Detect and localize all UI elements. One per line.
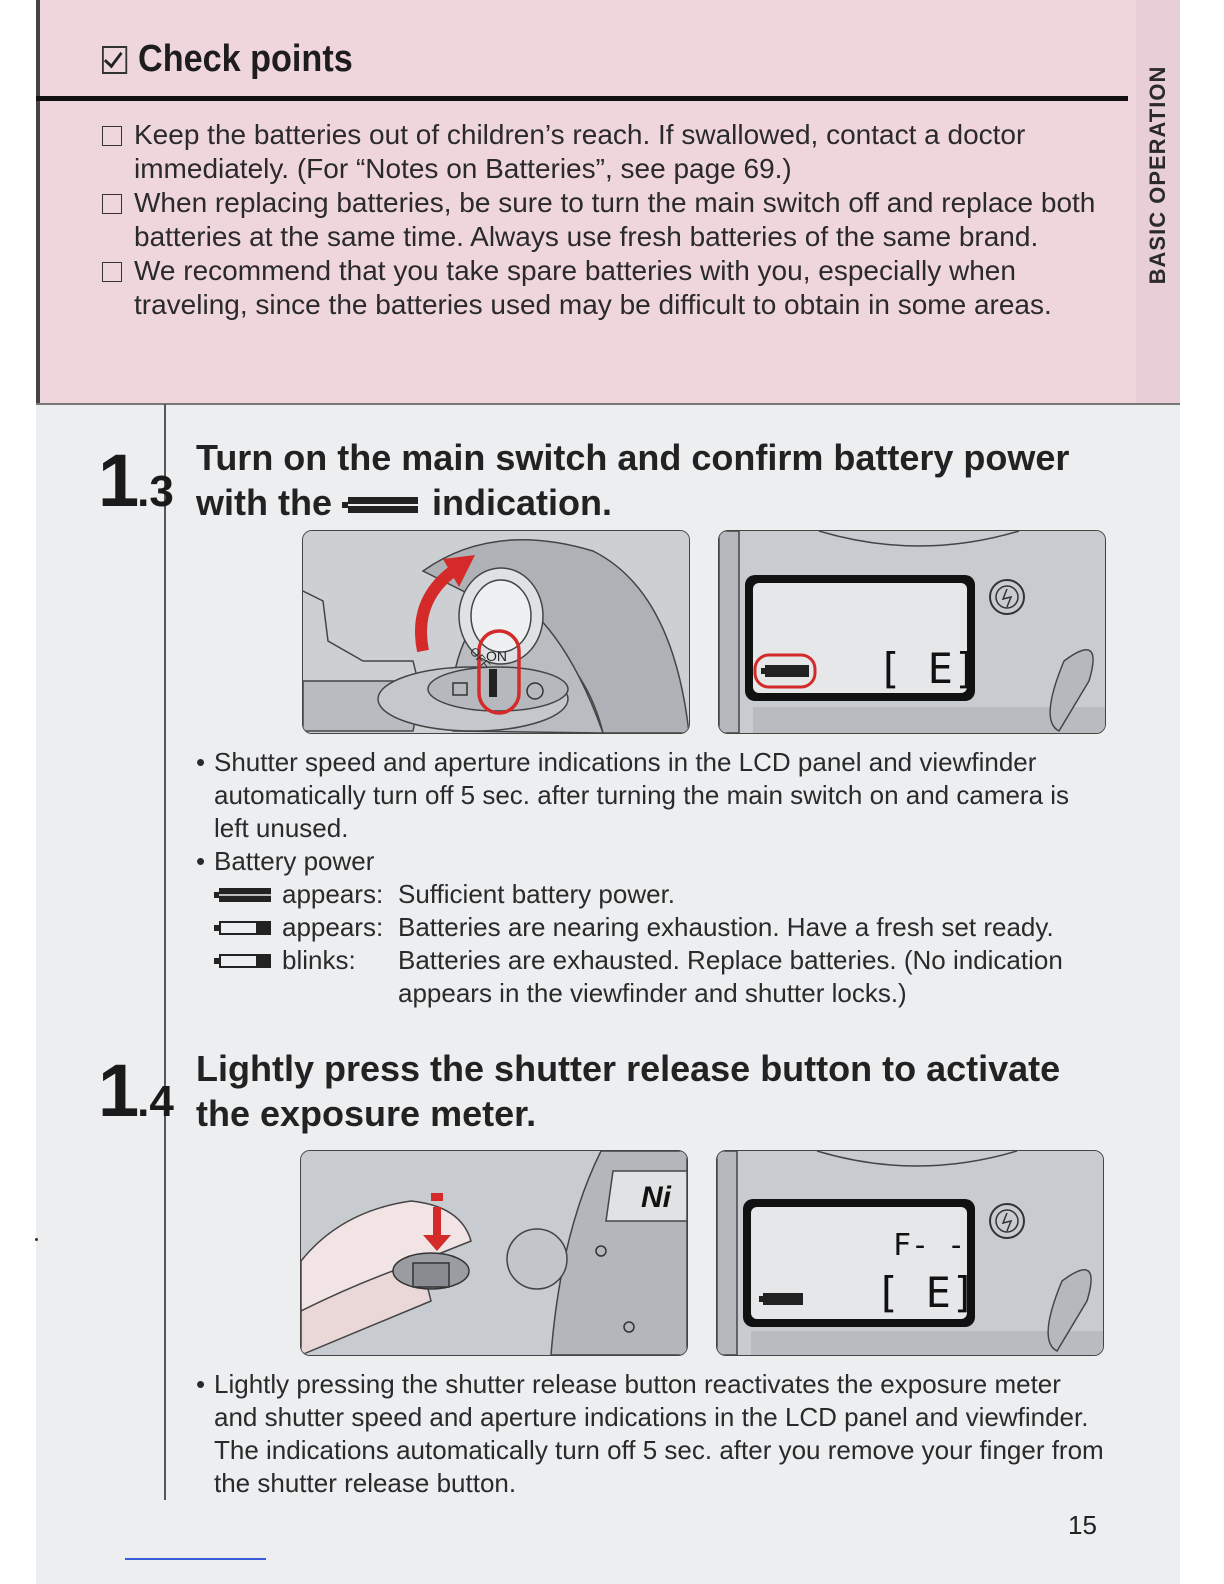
battery-row: appears: Batteries are nearing exhaustio… bbox=[196, 911, 1106, 944]
brand-logo-fragment: Ni bbox=[641, 1181, 672, 1214]
margin-dot bbox=[35, 1238, 38, 1241]
check-points-panel bbox=[36, 0, 1136, 404]
check-point-text: Keep the batteries out of children’s rea… bbox=[134, 119, 1026, 184]
battery-row: blinks: Batteries are exhausted. Replace… bbox=[196, 944, 1106, 1010]
lcd-drawing: [ E] bbox=[719, 531, 1105, 733]
battery-full-icon bbox=[214, 888, 271, 902]
step-column-rule bbox=[164, 404, 166, 1500]
check-points-title: Check points bbox=[138, 38, 353, 80]
step-1-3-notes: Shutter speed and aperture indications i… bbox=[196, 746, 1106, 1010]
heading-line: Turn on the main switch and confirm batt… bbox=[196, 437, 1070, 478]
battery-state: blinks: bbox=[282, 945, 356, 975]
check-point-text: When replacing batteries, be sure to tur… bbox=[134, 187, 1096, 252]
checkbox-icon bbox=[102, 262, 122, 282]
battery-empty-icon bbox=[214, 954, 271, 968]
battery-full-icon bbox=[342, 497, 418, 514]
step-heading-1-4: Lightly press the shutter release button… bbox=[196, 1048, 1061, 1134]
step-major: 1 bbox=[98, 439, 139, 522]
header-rule bbox=[36, 96, 1128, 101]
battery-low-icon bbox=[214, 921, 271, 935]
heading-text: indication. bbox=[432, 482, 613, 523]
lcd-mode-readout: [ E] bbox=[875, 1268, 976, 1317]
main-switch-illustration: OFF ON bbox=[302, 530, 690, 734]
shutter-drawing: Ni bbox=[301, 1151, 687, 1355]
battery-desc: Batteries are nearing exhaustion. Have a… bbox=[398, 912, 1054, 942]
check-point-item: We recommend that you take spare batteri… bbox=[100, 254, 1120, 322]
checkbox-icon bbox=[102, 194, 122, 214]
side-tab-label: BASIC OPERATION bbox=[1145, 65, 1170, 285]
step-heading-1-3: Turn on the main switch and confirm batt… bbox=[196, 435, 1096, 525]
check-points-list: Keep the batteries out of children’s rea… bbox=[100, 118, 1120, 322]
checked-box-icon bbox=[102, 45, 128, 74]
battery-desc: Batteries are exhausted. Replace batteri… bbox=[398, 945, 1063, 1008]
check-point-item: Keep the batteries out of children’s rea… bbox=[100, 118, 1120, 186]
lcd-aperture-readout: F- - bbox=[893, 1228, 965, 1263]
step-minor: .4 bbox=[137, 1077, 174, 1126]
check-point-text: We recommend that you take spare batteri… bbox=[134, 255, 1052, 320]
page-number: 15 bbox=[1068, 1510, 1097, 1540]
lcd-panel-illustration: [ E] bbox=[718, 530, 1106, 734]
check-points-heading: Check points bbox=[102, 38, 353, 81]
step-1-4-notes: Lightly pressing the shutter release but… bbox=[196, 1368, 1106, 1500]
lcd-mode-readout: [ E] bbox=[877, 644, 978, 693]
battery-state: appears: bbox=[282, 912, 384, 942]
step-number-1-3: 1.3 bbox=[98, 438, 174, 523]
check-point-item: When replacing batteries, be sure to tur… bbox=[100, 186, 1120, 254]
battery-state: appears: bbox=[282, 879, 384, 909]
note-text: Battery power bbox=[214, 846, 375, 876]
battery-desc: Sufficient battery power. bbox=[398, 879, 676, 909]
checkbox-icon bbox=[102, 126, 122, 146]
camera-top-drawing: OFF ON bbox=[303, 531, 689, 733]
lcd-drawing-2: F- - [ E] bbox=[717, 1151, 1103, 1355]
switch-on-label: ON bbox=[486, 648, 507, 664]
note-bullet: Shutter speed and aperture indications i… bbox=[196, 746, 1106, 845]
step-minor: .3 bbox=[137, 467, 174, 516]
link-underline bbox=[125, 1558, 266, 1560]
step-major: 1 bbox=[98, 1049, 139, 1132]
note-text: Lightly pressing the shutter release but… bbox=[214, 1369, 1104, 1498]
step-number-1-4: 1.4 bbox=[98, 1048, 174, 1133]
side-tab bbox=[1136, 0, 1180, 404]
shutter-press-illustration: Ni bbox=[300, 1150, 688, 1356]
heading-line: with the indication. bbox=[196, 480, 1096, 525]
lcd-panel-illustration-2: F- - [ E] bbox=[716, 1150, 1104, 1356]
panel-left-border bbox=[36, 0, 40, 404]
section-divider bbox=[36, 403, 1180, 405]
heading-text: with the bbox=[196, 482, 332, 523]
note-text: Shutter speed and aperture indications i… bbox=[214, 747, 1070, 843]
battery-row: appears: Sufficient battery power. bbox=[196, 878, 1106, 911]
note-bullet: Battery power bbox=[196, 845, 1106, 878]
note-bullet: Lightly pressing the shutter release but… bbox=[196, 1368, 1106, 1500]
